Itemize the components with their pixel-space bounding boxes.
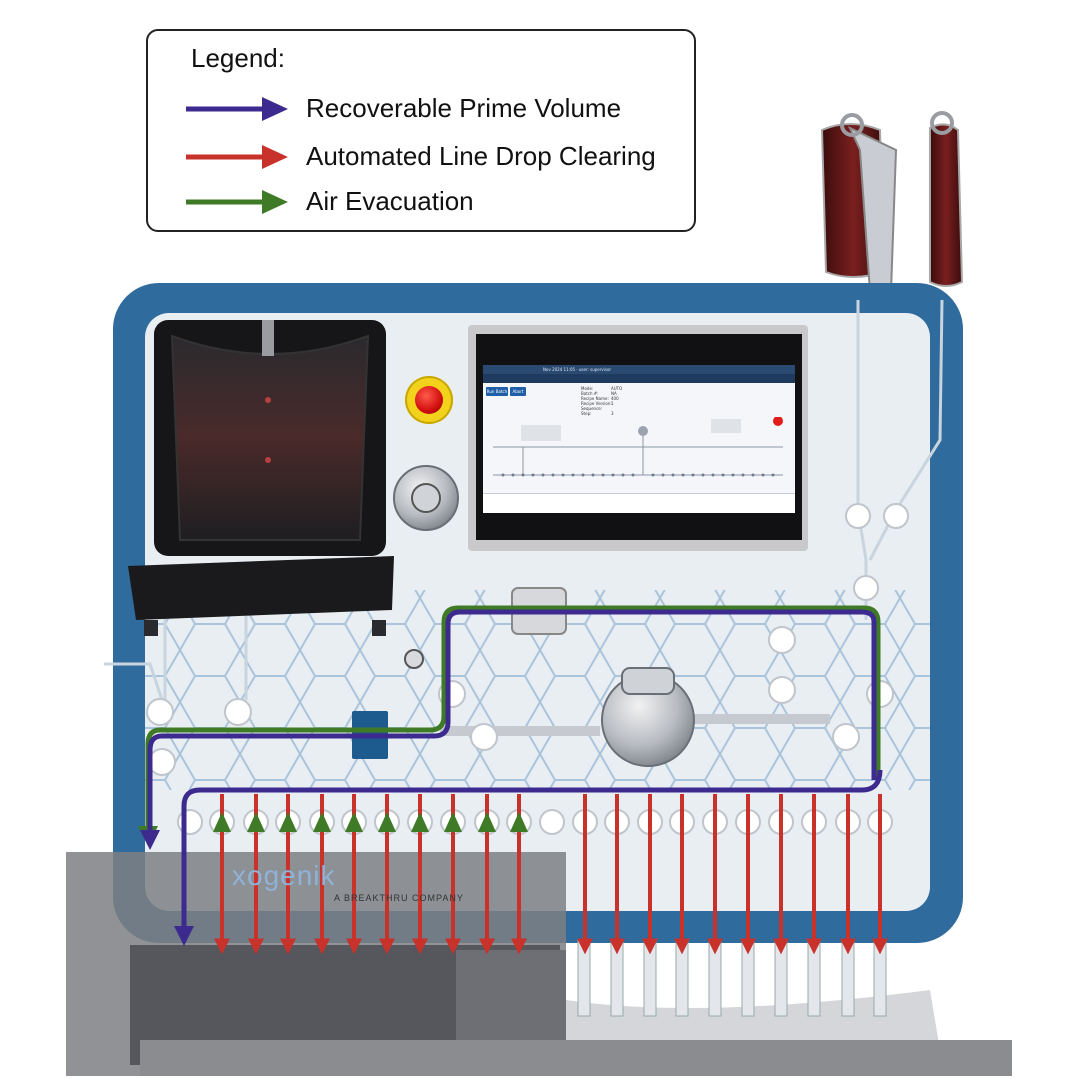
air-evacuation-markers xyxy=(213,812,528,832)
recoverable-prime-path xyxy=(140,609,883,946)
air-evacuation-marker-7 xyxy=(411,812,429,832)
step-label: Step: xyxy=(581,411,592,416)
processing-chamber xyxy=(128,320,394,636)
air-evacuation-marker-3 xyxy=(279,812,297,832)
screen-process-schematic xyxy=(493,417,783,477)
air-evacuation-marker-8 xyxy=(444,812,462,832)
screen-nav-bar xyxy=(483,374,795,383)
recipe-version-label: Recipe Version: xyxy=(581,401,612,406)
air-evacuation-marker-4 xyxy=(313,812,331,832)
rotary-valve-knob xyxy=(393,465,459,531)
air-evacuation-path xyxy=(138,605,881,846)
sequence-label: Sequence: xyxy=(581,406,603,411)
air-evacuation-marker-10 xyxy=(510,812,528,832)
air-evacuation-marker-6 xyxy=(378,812,396,832)
legend-item-air-evacuation: Air Evacuation xyxy=(186,184,691,220)
air-evacuation-marker-2 xyxy=(247,812,265,832)
recipe-version-value: 1 xyxy=(611,401,614,406)
screen-body: Run Batch Abort Mode: AUTO Batch #: NA R… xyxy=(483,383,795,493)
legend-item-prime-volume: Recoverable Prime Volume xyxy=(186,91,691,127)
air-evacuation-marker-5 xyxy=(345,812,363,832)
legend-label: Recoverable Prime Volume xyxy=(306,93,622,123)
recipe-name-value: 400 xyxy=(611,396,619,401)
legend: Legend: Recoverable Prime Volume Automat… xyxy=(146,29,696,232)
mode-value: AUTO xyxy=(611,386,623,391)
purple-arrow-icon xyxy=(186,97,288,121)
tubing xyxy=(104,299,944,701)
run-batch-button[interactable]: Run Batch xyxy=(486,387,508,396)
screen-status-bar: Nov 2024 11:05 · user: supervisor xyxy=(483,365,795,374)
screen-log-table xyxy=(483,493,795,513)
emergency-stop-button[interactable] xyxy=(405,376,453,424)
recipe-name-label: Recipe Name: xyxy=(581,396,609,401)
legend-item-line-drop-clearing: Automated Line Drop Clearing xyxy=(186,139,691,175)
emergency-stop-cap xyxy=(415,386,443,414)
touchscreen-display[interactable]: Nov 2024 11:05 · user: supervisor Run Ba… xyxy=(483,365,795,513)
mode-label: Mode: xyxy=(581,386,594,391)
legend-label: Air Evacuation xyxy=(306,186,474,216)
step-value: 3 xyxy=(611,411,614,416)
brand-logo: xogenik xyxy=(232,860,336,891)
fluid-bags xyxy=(820,111,964,321)
air-evacuation-marker-9 xyxy=(478,812,496,832)
legend-label: Automated Line Drop Clearing xyxy=(306,141,656,171)
green-arrow-icon xyxy=(186,190,288,214)
batch-value: NA xyxy=(611,391,617,396)
legend-title: Legend: xyxy=(191,43,285,73)
batch-label: Batch #: xyxy=(581,391,599,396)
brand-tagline: A BREAKTHRU COMPANY xyxy=(334,893,464,903)
collection-tubes xyxy=(140,939,1012,1076)
red-arrow-icon xyxy=(186,145,288,169)
air-evacuation-marker-1 xyxy=(213,812,231,832)
abort-button[interactable]: Abort xyxy=(510,387,526,396)
